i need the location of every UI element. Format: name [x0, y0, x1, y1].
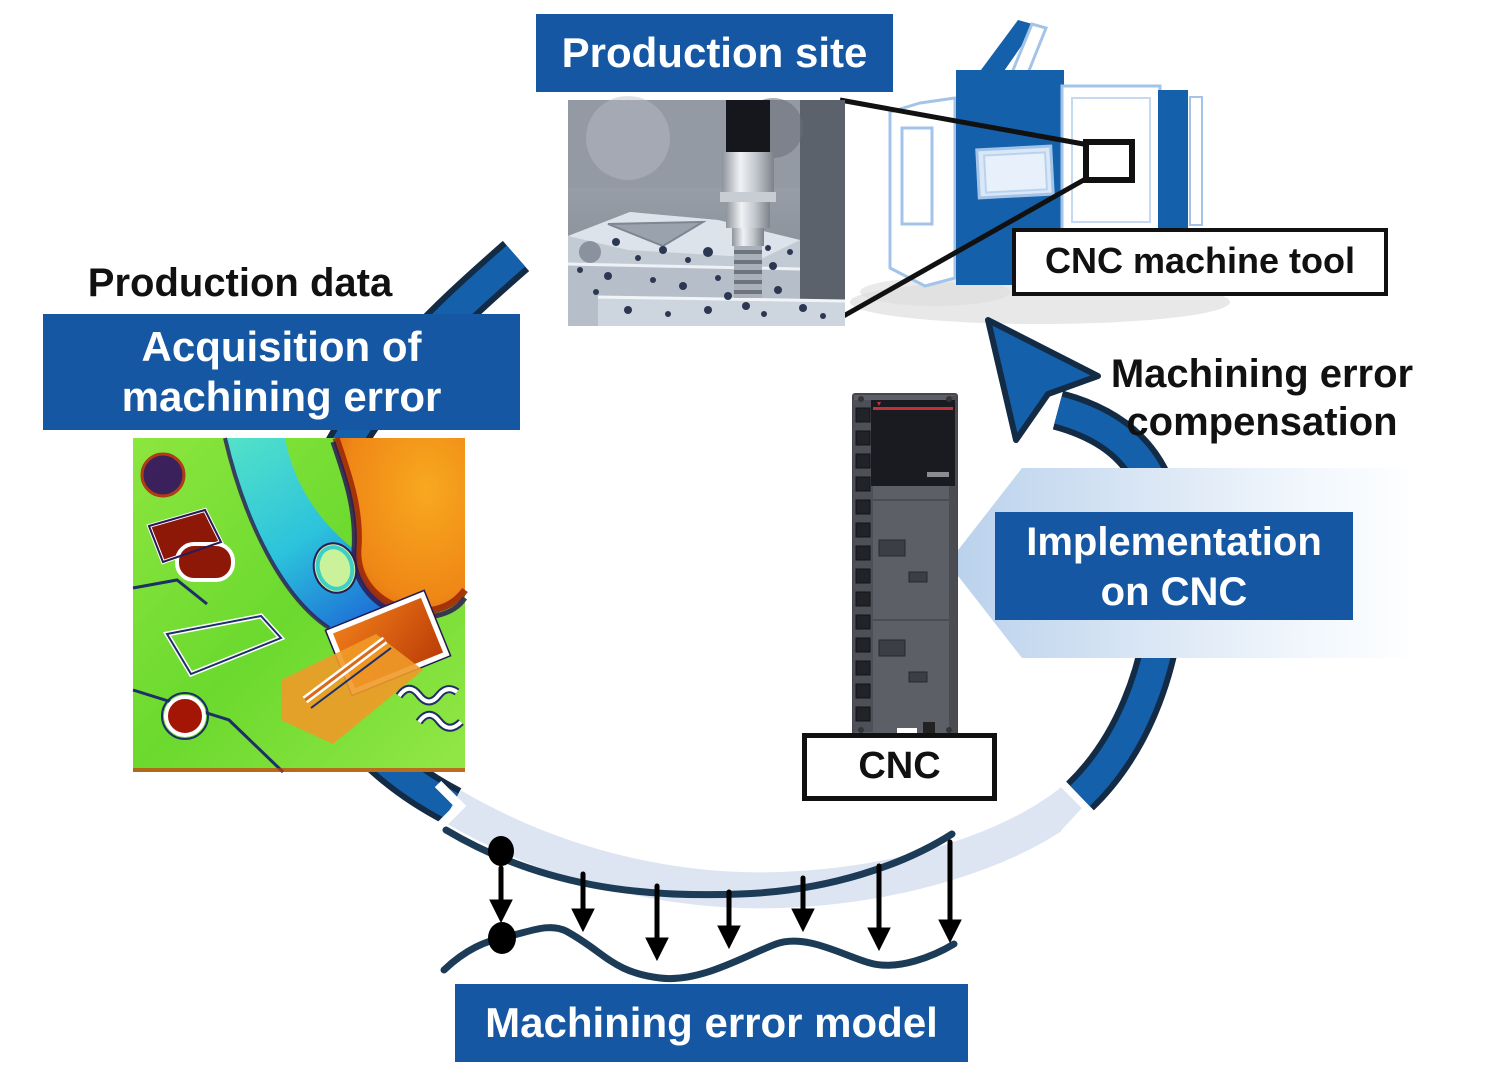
- acquisition-line1: Acquisition of: [141, 323, 422, 370]
- machining-error-model-box: Machining error model: [455, 984, 968, 1062]
- cnc-label-box: CNC: [802, 733, 997, 801]
- production-site-label: Production site: [561, 29, 868, 76]
- sample-dot-top: [488, 836, 514, 866]
- zoom-source-rect: [1083, 139, 1135, 183]
- machining-error-compensation-label: Machining error compensation: [1110, 352, 1414, 444]
- production-site-banner: Production site: [536, 14, 893, 92]
- cnc-controller-image: [852, 393, 958, 742]
- acquisition-box: Acquisition of machining error: [43, 314, 520, 430]
- zoom-link-line-top: [839, 97, 1090, 148]
- acquisition-line2: machining error: [121, 373, 442, 420]
- sample-dot-bottom: [488, 922, 516, 954]
- metal-chips: [577, 238, 826, 319]
- machining-error-heatmap: [132, 436, 468, 774]
- cycle-arrowhead-icon: [985, 317, 1101, 443]
- error-arrows: [489, 839, 962, 962]
- ideal-path-curve: [442, 826, 956, 899]
- implementation-line1: Implementation: [1026, 520, 1322, 564]
- machining-photo: [567, 96, 846, 326]
- implementation-line2: on CNC: [1100, 570, 1248, 614]
- cnc-machine-tool-box: CNC machine tool: [1012, 228, 1388, 296]
- cnc-machine-tool-label: CNC machine tool: [1044, 240, 1356, 281]
- implementation-box: Implementation on CNC: [995, 512, 1353, 620]
- error-model-drawing: [440, 826, 962, 983]
- zoom-link-line-bottom: [838, 174, 1091, 321]
- production-data-label: Production data: [87, 261, 393, 305]
- cnc-machine-illustration: [838, 20, 1230, 324]
